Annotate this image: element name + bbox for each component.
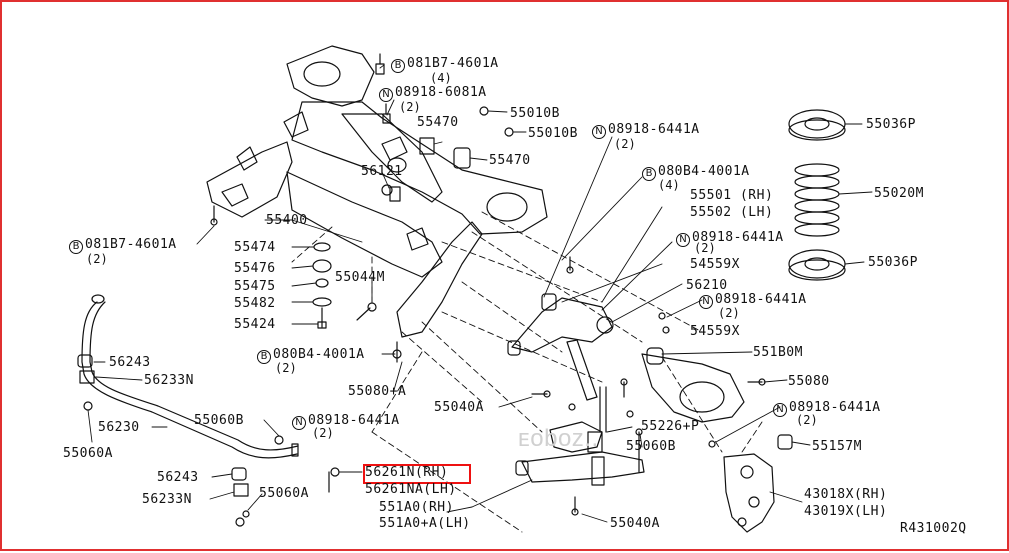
dashed-assembly-lines xyxy=(291,211,763,533)
callout-55502: 55502 (LH) xyxy=(690,205,774,220)
callout-55060A-b: 55060A xyxy=(259,486,309,501)
callout-551A0A: 551A0+A(LH) xyxy=(379,516,471,531)
callout-56210: 56210 xyxy=(686,278,728,293)
callout-qty: (4) xyxy=(658,178,680,192)
mount-stack xyxy=(312,242,332,329)
bolt-symbol-icon: B xyxy=(69,240,83,254)
part-code: 080B4-4001A xyxy=(273,347,365,362)
callout-55060B-b: 55060B xyxy=(626,439,676,454)
callout-56243-b: 56243 xyxy=(157,470,199,485)
nut-symbol-icon: N xyxy=(676,233,690,247)
callout-56230: 56230 xyxy=(98,420,140,435)
spring-assembly xyxy=(788,109,846,281)
bolt-symbol-icon: B xyxy=(257,350,271,364)
callout-55036P-b: 55036P xyxy=(868,255,918,270)
callout-55020M: 55020M xyxy=(874,186,924,201)
part-code: 081B7-4601A xyxy=(85,237,177,252)
callout-56233N-b: 56233N xyxy=(142,492,192,507)
part-code: 08918-6441A xyxy=(608,122,700,137)
callout-56243-a: 56243 xyxy=(109,355,151,370)
callout-56261NA: 56261NA(LH) xyxy=(365,482,457,497)
bolt-symbol-icon: B xyxy=(391,59,405,73)
toe-link xyxy=(515,339,645,516)
part-code: 080B4-4001A xyxy=(658,164,750,179)
callout-56121: 56121 xyxy=(361,164,403,179)
callout-55482: 55482 xyxy=(234,296,276,311)
bolt-symbol-icon: B xyxy=(642,167,656,181)
stabilizer-bar xyxy=(77,294,299,527)
callout-55080: 55080 xyxy=(788,374,830,389)
nut-symbol-icon: N xyxy=(773,403,787,417)
callout-55040A-a: 55040A xyxy=(434,400,484,415)
callout-55010B-a: 55010B xyxy=(510,106,560,121)
callout-551A0: 551A0(RH) xyxy=(379,500,454,515)
part-code: 08918-6441A xyxy=(789,400,881,415)
callout-55470-a: 55470 xyxy=(417,115,459,130)
callout-qty: (2) xyxy=(718,306,740,320)
callout-55060B-a: 55060B xyxy=(194,413,244,428)
callout-55080A: 55080+A xyxy=(348,384,407,399)
nut-symbol-icon: N xyxy=(592,125,606,139)
callout-qty: (2) xyxy=(86,252,108,266)
callout-54559X-a: 54559X xyxy=(690,257,740,272)
watermark: ᴇoboz.. xyxy=(518,425,599,452)
callout-55036P-a: 55036P xyxy=(866,117,916,132)
part-code: 08918-6441A xyxy=(715,292,807,307)
callout-43019X: 43019X(LH) xyxy=(804,504,888,519)
callout-55040A-b: 55040A xyxy=(610,516,660,531)
callout-55470-b: 55470 xyxy=(489,153,531,168)
highlight-box xyxy=(363,464,471,484)
part-code: 08918-6081A xyxy=(395,85,487,100)
callout-qty: (2) xyxy=(694,241,716,255)
callout-55424: 55424 xyxy=(234,317,276,332)
callout-qty: (4) xyxy=(430,71,452,85)
callout-55400: 55400 xyxy=(266,213,308,228)
callout-55157M: 55157M xyxy=(812,439,862,454)
nut-symbol-icon: N xyxy=(292,416,306,430)
callout-55475: 55475 xyxy=(234,279,276,294)
callout-qty: (2) xyxy=(796,413,818,427)
diagram-id: R431002Q xyxy=(900,521,967,536)
callout-55044M: 55044M xyxy=(335,270,385,285)
callout-56261N-highlighted: 56261N(RH) xyxy=(365,465,449,480)
callout-55501: 55501 (RH) xyxy=(690,188,774,203)
callout-43018X: 43018X(RH) xyxy=(804,487,888,502)
knuckle xyxy=(723,453,775,533)
callout-55476: 55476 xyxy=(234,261,276,276)
callout-55226P: 55226+P xyxy=(641,419,700,434)
callout-qty: (2) xyxy=(312,426,334,440)
callout-551B0M: 551B0M xyxy=(753,345,803,360)
callout-55060A-a: 55060A xyxy=(63,446,113,461)
part-code: 08918-6441A xyxy=(692,230,784,245)
callout-qty: (2) xyxy=(275,361,297,375)
callout-qty: (2) xyxy=(399,100,421,114)
callout-56233N-a: 56233N xyxy=(144,373,194,388)
callout-55010B-b: 55010B xyxy=(528,126,578,141)
nut-symbol-icon: N xyxy=(379,88,393,102)
callout-55474: 55474 xyxy=(234,240,276,255)
callout-54559X-b: 54559X xyxy=(690,324,740,339)
callout-qty: (2) xyxy=(614,137,636,151)
subframe xyxy=(206,45,548,338)
nut-symbol-icon: N xyxy=(699,295,713,309)
part-code: 08918-6441A xyxy=(308,413,400,428)
upper-link xyxy=(507,256,614,356)
leader-lines xyxy=(87,64,873,523)
part-code: 081B7-4601A xyxy=(407,56,499,71)
